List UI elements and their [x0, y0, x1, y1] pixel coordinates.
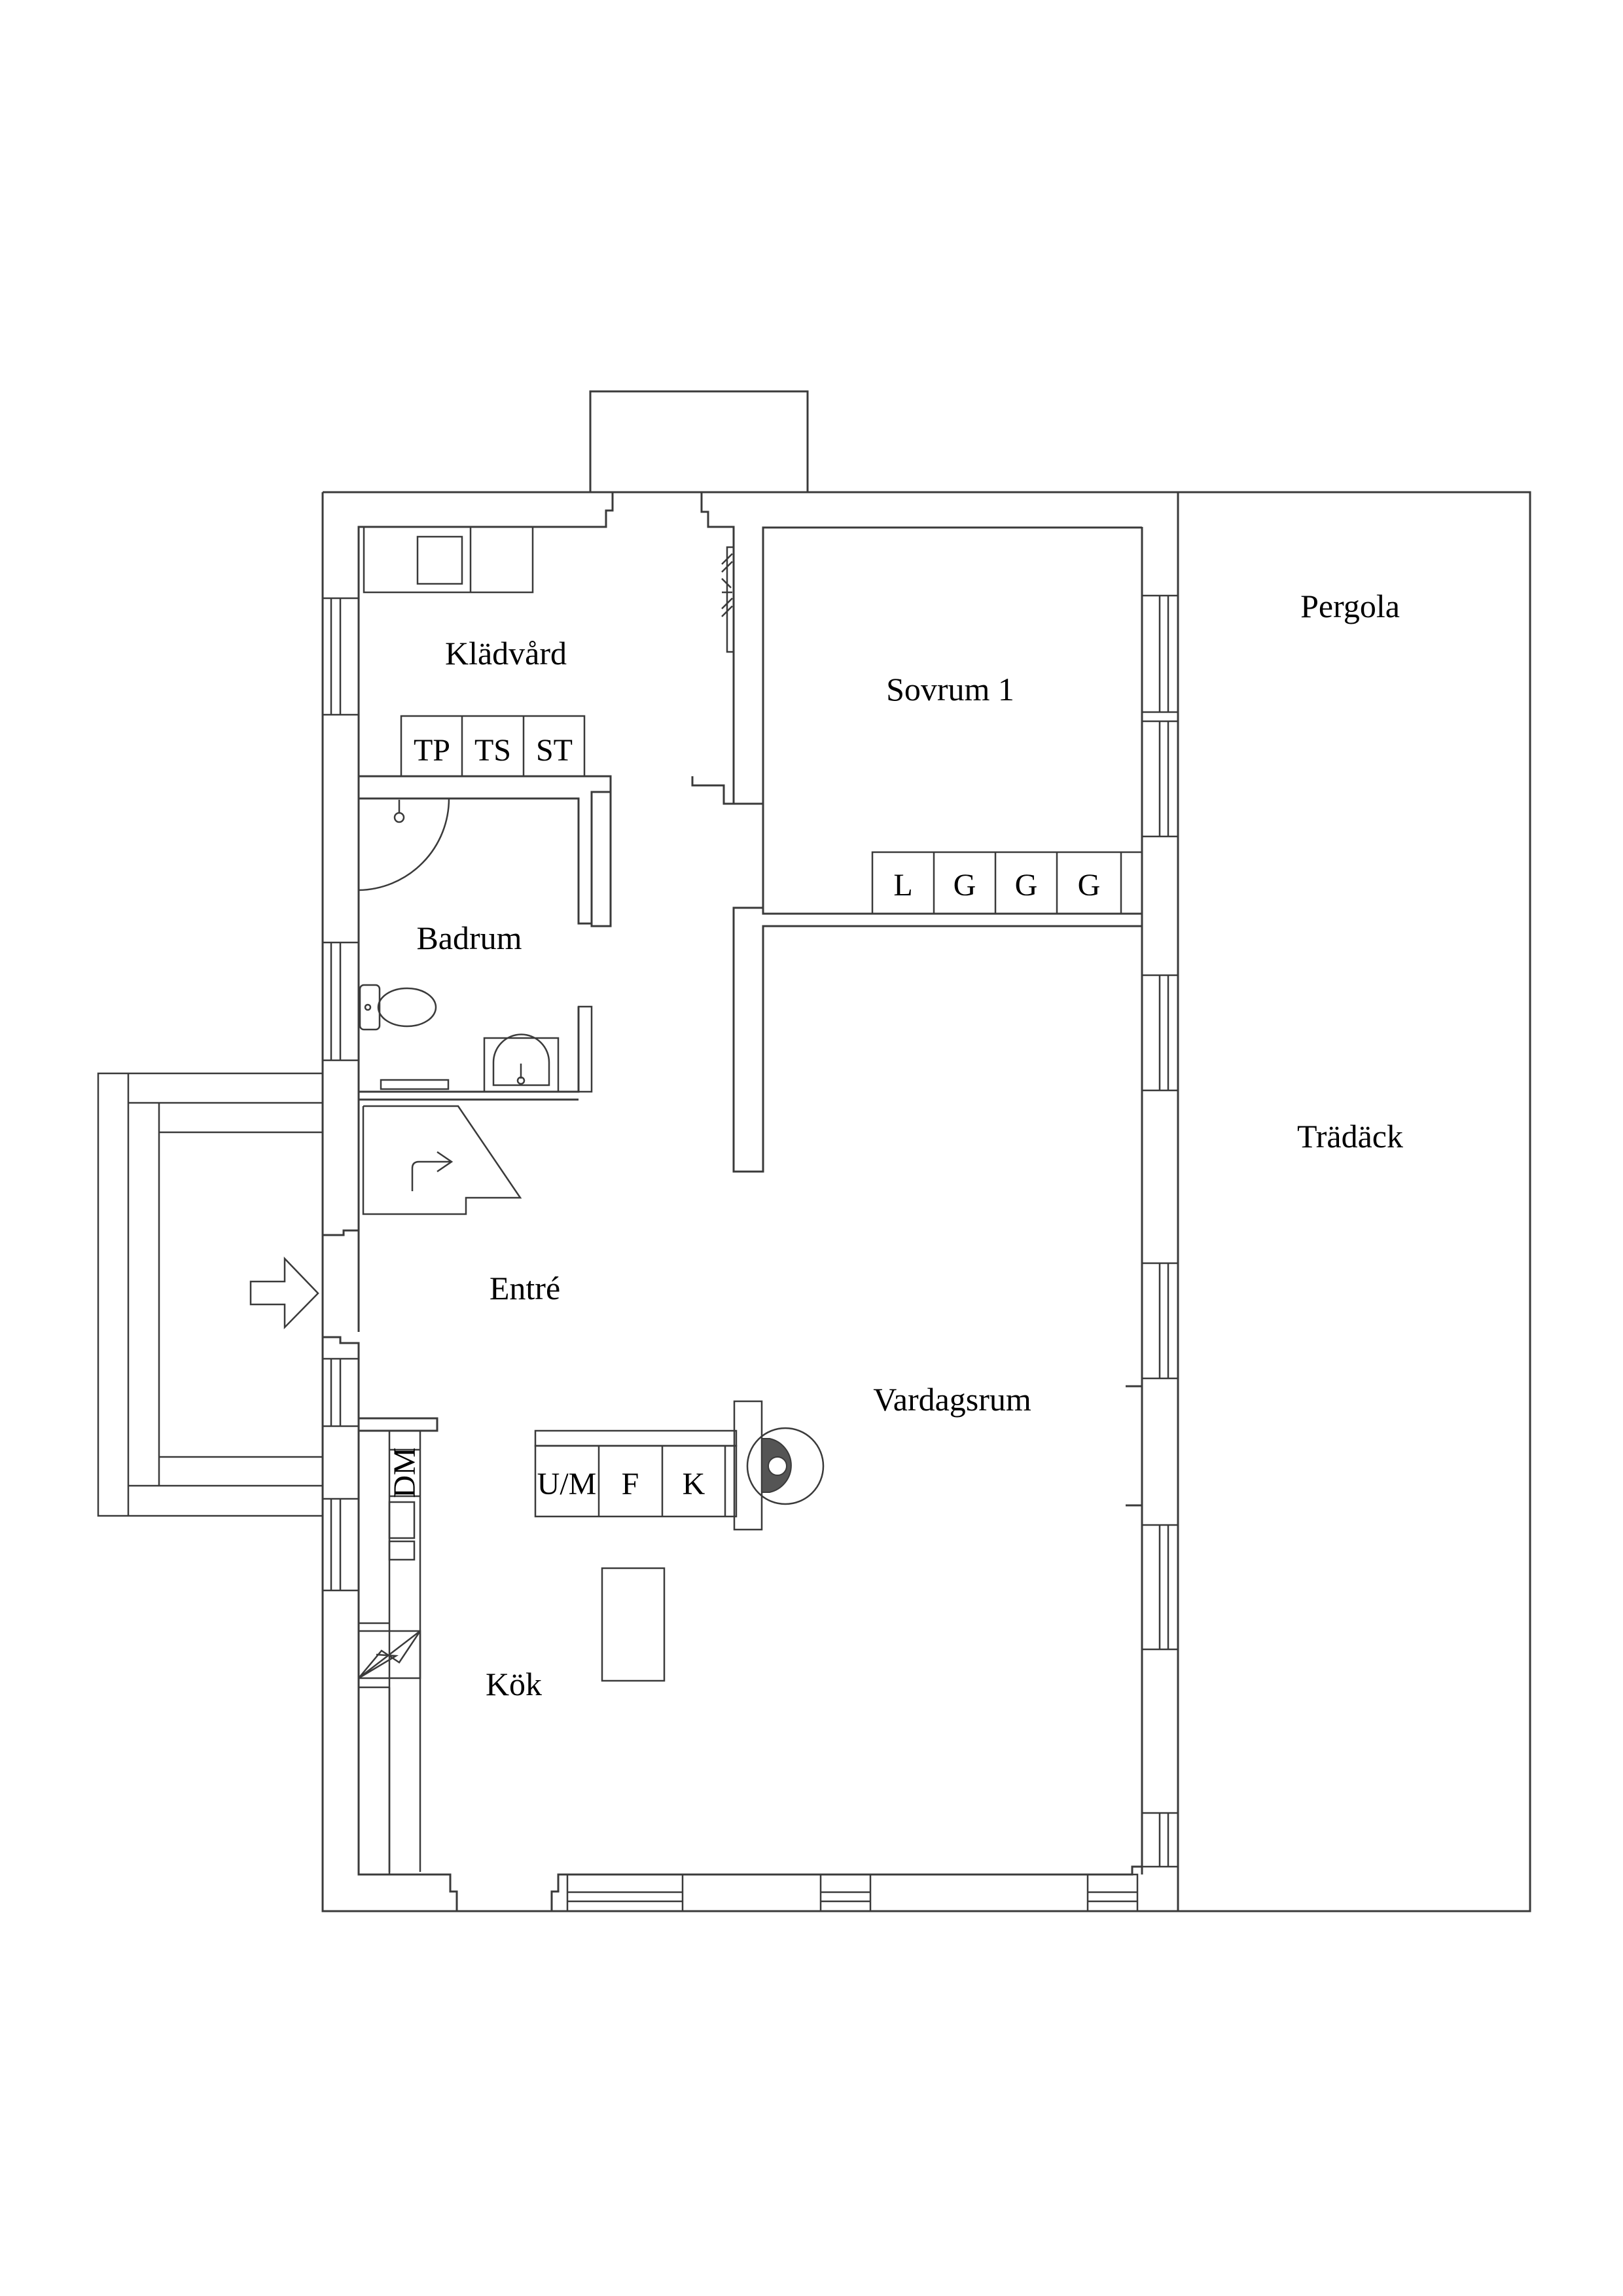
entry-closet-labels: U/M F K [537, 1467, 705, 1501]
wardrobe-l: L [893, 868, 912, 903]
wardrobe-g2: G [1015, 868, 1038, 903]
top-protrusion [589, 390, 809, 493]
room-label-badrum: Badrum [416, 920, 522, 956]
appliance-tp: TP [414, 733, 450, 768]
room-label-kladvard: Klädvård [445, 635, 567, 672]
room-label-kok: Kök [486, 1666, 542, 1702]
porch [97, 1072, 324, 1517]
fireplace-icon [746, 1427, 825, 1505]
appliance-dm: DM [387, 1447, 422, 1498]
bedroom-living-wall [732, 914, 1142, 1173]
appliance-st: ST [536, 733, 573, 768]
closet-um: U/M [537, 1467, 597, 1501]
wardrobe-g1: G [954, 868, 976, 903]
room-label-sovrum1: Sovrum 1 [886, 671, 1014, 708]
laundry-appliance-labels: TP TS ST [414, 733, 573, 768]
kitchen-counter [321, 1431, 421, 1874]
outer-walls [321, 491, 1179, 1912]
wardrobe-labels: L G G G [893, 868, 1100, 903]
closet-k: K [683, 1467, 705, 1501]
room-label-pergola: Pergola [1300, 588, 1400, 624]
wardrobe-g3: G [1078, 868, 1101, 903]
bottom-windows [566, 1873, 1139, 1912]
living-room-windows [1126, 974, 1179, 1868]
entry-window [321, 1336, 438, 1437]
room-label-entre: Entré [490, 1270, 560, 1306]
badrum-room [321, 797, 593, 1093]
sovrum1-room [732, 526, 1179, 915]
deck [1177, 491, 1531, 1912]
appliance-ts: TS [474, 733, 511, 768]
closet-f: F [622, 1467, 639, 1501]
entry-arrow-icon [249, 1256, 319, 1330]
room-label-vardagsrum: Vardagsrum [873, 1381, 1031, 1418]
entry-closets [534, 1400, 763, 1531]
stairs [323, 1098, 579, 1236]
kitchen-island [601, 1567, 666, 1682]
room-label-tradack: Trädäck [1297, 1118, 1403, 1155]
kladvard-room [321, 526, 735, 927]
